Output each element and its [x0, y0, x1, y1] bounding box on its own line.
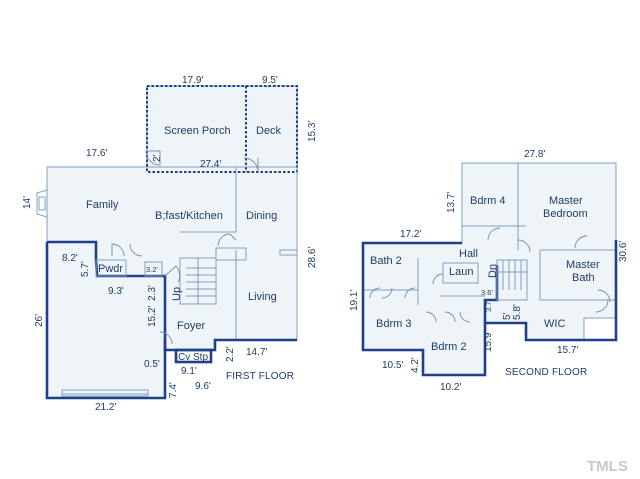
- laun-walls: [442, 262, 479, 284]
- bath2-door-swing: [369, 287, 393, 299]
- closet-walls: [144, 261, 163, 277]
- stair-outline-2: [496, 259, 528, 301]
- room-label-laun: Laun: [449, 266, 473, 278]
- garage-door-frame: [61, 389, 149, 397]
- dim-bottom-right-2: 15.7': [557, 345, 578, 356]
- dim-pwdr-height: 5.7': [80, 261, 91, 277]
- dim-stair-width: 9.3': [108, 286, 124, 297]
- right-window: [279, 249, 298, 256]
- fireplace-outline: [36, 189, 48, 218]
- dim-bdrm2-bottom: 10.2': [440, 382, 461, 393]
- first-floor-area: [46, 166, 298, 399]
- dim-deck-width: 9.5': [262, 75, 278, 86]
- deck-door-swing: [243, 157, 259, 173]
- room-label-screen-porch: Screen Porch: [164, 125, 231, 137]
- bath2-closet-swing: [404, 287, 416, 299]
- dim-pwdr-width: 8.2': [62, 253, 78, 264]
- dim-hall-side: 15.9': [483, 331, 494, 352]
- first-floor-plan: [36, 85, 298, 400]
- dim-porch-width: 17.9': [182, 75, 203, 86]
- room-label-living: Living: [248, 291, 277, 303]
- room-label-master-bath-1: Master: [566, 259, 600, 271]
- porch-door-swing: [145, 150, 161, 166]
- porch-outline: [146, 85, 298, 173]
- dim-wic-a: 5': [502, 312, 513, 320]
- room-label-bath2: Bath 2: [370, 255, 402, 267]
- room-label-foyer: Foyer: [177, 320, 205, 332]
- room-label-cv-stp: Cv Stp: [178, 352, 208, 363]
- room-label-bdrm2: Bdrm 2: [431, 341, 466, 353]
- tmls-watermark: TMLS: [587, 458, 628, 475]
- dim-garage-width: 21.2': [95, 402, 116, 413]
- upper-thin-wall: [461, 162, 617, 243]
- stair-landing: [215, 247, 247, 261]
- dim-garage-bottom: 9.6': [195, 381, 211, 392]
- bdrm4-door-swing: [487, 227, 501, 241]
- dim-top-left: 17.6': [86, 148, 107, 159]
- dim-bottom-left-2: 10.5': [382, 360, 403, 371]
- dim-right-side: 28.6': [307, 247, 318, 268]
- master-bath-door-swing: [574, 235, 588, 249]
- first-floor-stairs: [179, 247, 247, 305]
- room-label-dining: Dining: [246, 210, 277, 222]
- dim-left-side-2: 19.1': [349, 290, 360, 311]
- dim-step-b: 0.5': [144, 359, 160, 370]
- wic-door-swing: [595, 289, 611, 313]
- room-label-master-2: Bedroom: [543, 208, 588, 220]
- dim-garage-side: 7.4': [168, 382, 179, 398]
- dim-foyer-a: 15.2': [147, 306, 158, 327]
- room-label-bdrm4: Bdrm 4: [470, 195, 505, 207]
- dim-bottom-right: 14.7': [246, 347, 267, 358]
- pwdr-walls: [95, 259, 127, 277]
- kitchen-door-swing: [217, 233, 237, 247]
- first-floor-labels: Screen Porch Deck Family B;fast/Kitchen …: [22, 75, 318, 413]
- room-label-dn: Dn: [487, 264, 499, 278]
- room-label-up: Up: [171, 287, 183, 301]
- second-floor-title: SECOND FLOOR: [505, 367, 587, 378]
- dim-bdrm4-side: 13.7': [446, 192, 457, 213]
- room-label-bdrm3: Bdrm 3: [376, 318, 411, 330]
- dim-step-c: 9.1': [181, 366, 197, 377]
- dim-garage-left: 26': [34, 314, 45, 327]
- foyer-door-swing: [164, 265, 181, 283]
- room-label-family: Family: [86, 199, 119, 211]
- second-floor-labels: Bdrm 4 Master Bedroom Bath 2 Hall Laun D…: [349, 149, 629, 393]
- master-door-swing: [517, 239, 531, 253]
- second-floor-stairs: [496, 259, 528, 301]
- room-label-master-1: Master: [549, 195, 583, 207]
- laun-door-swing: [432, 273, 444, 285]
- fireplace-inner: [38, 196, 46, 211]
- dim-mid-top: 27.4': [200, 159, 221, 170]
- screen-porch-deck-area: [146, 85, 298, 173]
- first-floor-title: FIRST FLOOR: [226, 371, 294, 382]
- room-label-deck: Deck: [256, 125, 282, 137]
- dim-top-width: 27.8': [524, 149, 545, 160]
- bdrm2-door-swings: [425, 311, 471, 323]
- dim-small-top: 3.2': [146, 265, 158, 274]
- dim-right-side-2: 30.6': [618, 241, 629, 262]
- dim-small-a: 3.6': [481, 288, 493, 297]
- dim-deck-height: 15.3': [307, 121, 318, 142]
- front-door-swing: [159, 331, 173, 345]
- dim-bdrm2-side: 4.2': [410, 357, 421, 373]
- dim-fireplace-side: 14': [22, 196, 33, 209]
- room-label-wic: WIC: [544, 318, 565, 330]
- second-floor-thick-outline: [361, 240, 618, 377]
- dim-step-a: 2.2': [225, 346, 236, 362]
- room-label-master-bath-2: Bath: [572, 272, 595, 284]
- pwdr-door-swing: [111, 243, 125, 257]
- room-label-kitchen: B;fast/Kitchen: [155, 210, 223, 222]
- dim-small-b: 3.7': [484, 300, 493, 312]
- second-floor-plan: [361, 162, 618, 377]
- front-wall: [163, 338, 297, 352]
- dim-left-top: 17.2': [400, 229, 421, 240]
- dim-porch-side: 2': [152, 154, 163, 162]
- room-label-hall: Hall: [459, 248, 478, 260]
- dim-foyer-b: 2.3': [147, 285, 158, 301]
- room-label-pwdr: Pwdr: [98, 263, 123, 275]
- closet-door-swing: [129, 243, 143, 257]
- dim-wic-b: 5.8': [512, 304, 523, 320]
